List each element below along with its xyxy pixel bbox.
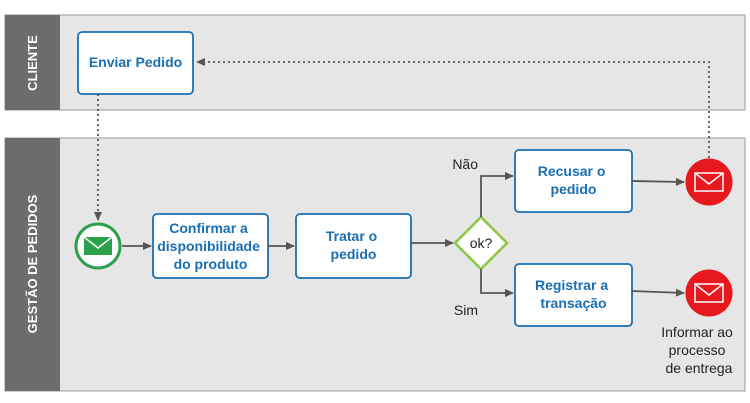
start-message-event[interactable] — [74, 222, 122, 270]
lane-gestao-header — [5, 138, 60, 391]
task-enviar-pedido[interactable]: Enviar Pedido — [77, 31, 194, 95]
task-tratar-label: Tratar o pedido — [326, 228, 381, 262]
gateway-no-label: Não — [452, 156, 478, 172]
task-tratar-pedido[interactable]: Tratar o pedido — [295, 213, 412, 279]
lane-cliente-header — [5, 15, 60, 110]
task-registrar-label: Registrar a transação — [535, 277, 612, 311]
envelope-icon — [83, 236, 113, 255]
task-confirmar-disponibilidade[interactable]: Confirmar a disponibilidade do produto — [152, 213, 269, 279]
envelope-icon — [694, 172, 724, 192]
task-confirmar-label: Confirmar a disponibilidade do produto — [157, 220, 264, 272]
task-registrar-transacao[interactable]: Registrar a transação — [514, 263, 633, 327]
end-message-event-recusa[interactable] — [685, 158, 733, 206]
end-message-event-entrega[interactable] — [685, 269, 733, 317]
flow-gateway-to-refuse — [480, 172, 514, 217]
flow-register-to-end — [631, 288, 685, 297]
envelope-icon — [694, 283, 724, 303]
task-recusar-pedido[interactable]: Recusar o pedido — [514, 149, 633, 213]
flow-refuse-to-end — [631, 177, 685, 186]
lane-cliente-label: CLIENTE — [25, 35, 40, 91]
end-event-caption: Informar ao processo de entrega — [661, 324, 736, 376]
task-enviar-pedido-label: Enviar Pedido — [89, 54, 182, 70]
message-flow-refuse-to-client — [196, 58, 710, 158]
task-recusar-label: Recusar o pedido — [538, 163, 610, 197]
gateway-yes-label: Sim — [454, 302, 478, 318]
gateway-label: ok? — [470, 235, 493, 251]
flow-gateway-to-register — [480, 269, 514, 297]
lane-gestao-label: GESTÃO DE PEDIDOS — [25, 194, 40, 333]
